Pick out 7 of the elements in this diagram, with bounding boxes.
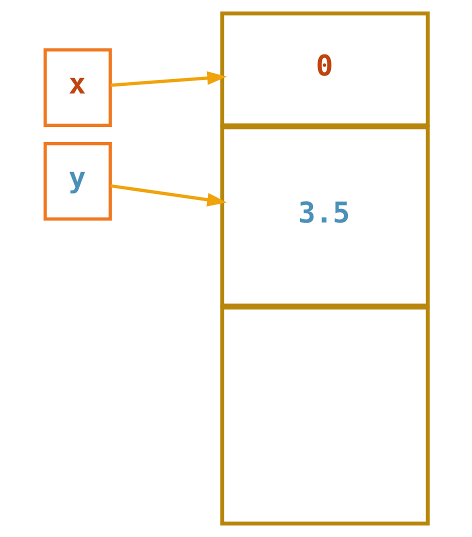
arrow <box>110 184 226 207</box>
node-box: 3.5 <box>220 125 430 308</box>
node-box: 0 <box>220 11 430 128</box>
node-box: x <box>43 48 112 127</box>
arrow <box>110 71 226 87</box>
node-box: y <box>43 142 112 221</box>
node-box <box>220 306 430 526</box>
